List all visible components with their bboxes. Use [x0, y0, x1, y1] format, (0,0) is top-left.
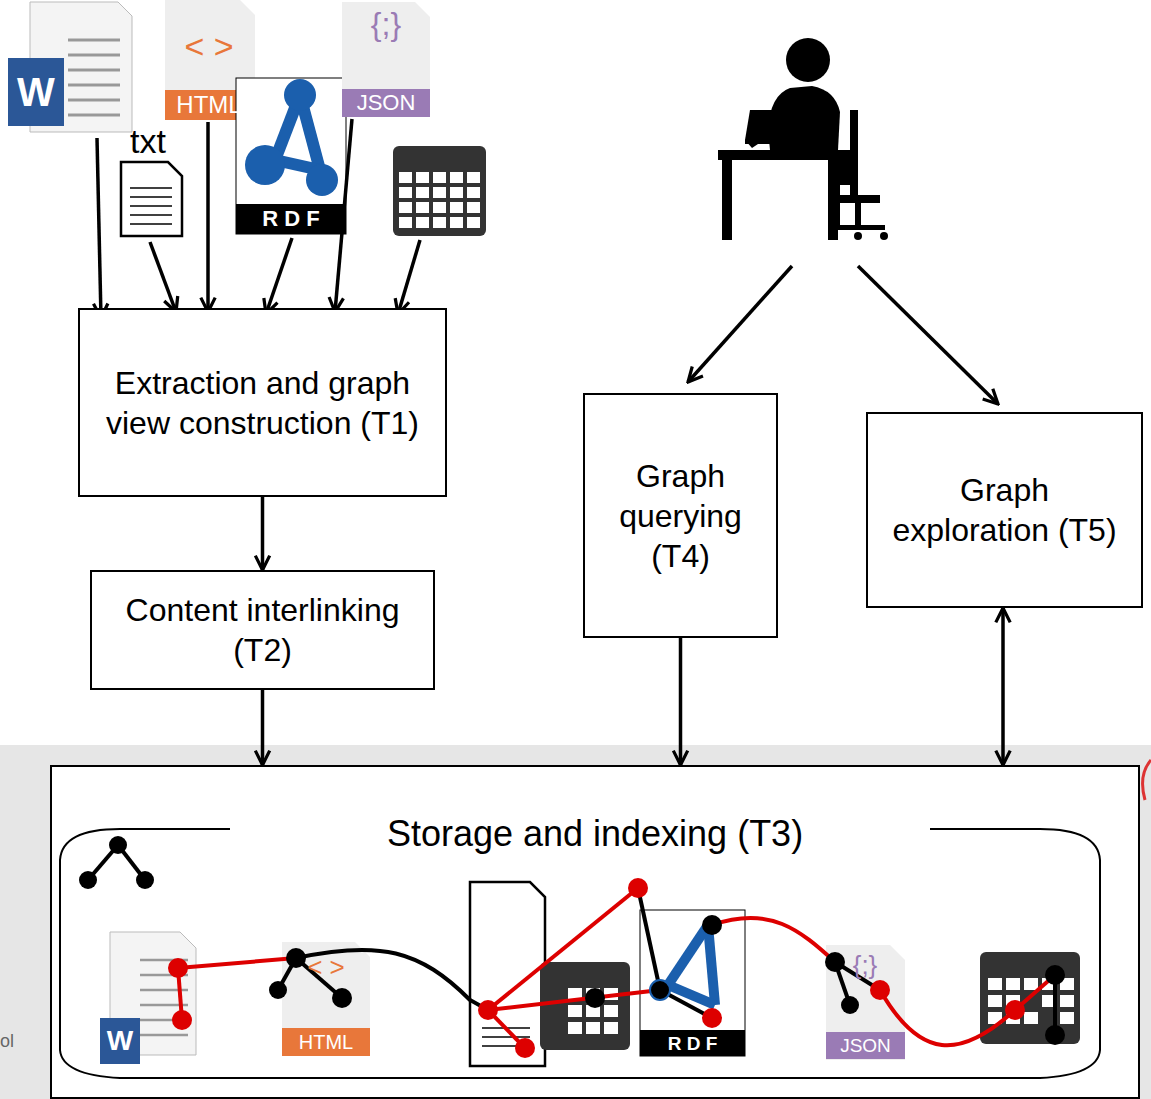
icon-band-text: JSON	[826, 1032, 905, 1059]
connector-arrow	[261, 497, 265, 570]
user-arrows	[688, 266, 998, 404]
process-box: Content interlinking (T2)	[90, 570, 435, 690]
graph-overlay	[88, 845, 1055, 1048]
stored-icons	[100, 882, 1080, 1066]
process-box: Extraction and graph view construction (…	[78, 308, 447, 497]
icon-band-text: R D F	[640, 1030, 745, 1056]
footer-band	[0, 745, 1151, 1099]
icon-letter: W	[8, 58, 64, 126]
connector-arrow	[1001, 608, 1005, 765]
icon-symbol: < >	[165, 24, 253, 68]
table-icon	[393, 146, 486, 236]
graph-dots	[79, 836, 1065, 1058]
storage-ground	[50, 765, 1140, 1099]
storage-title: Storage and indexing (T3)	[375, 811, 815, 856]
cylinder-outline	[60, 829, 1100, 1078]
icon-symbol: < >	[290, 950, 362, 984]
process-box: Graph querying (T4)	[583, 393, 778, 638]
storage-box: Storage and indexing (T3)	[50, 765, 1140, 1099]
user-figure	[718, 38, 888, 240]
rdf-icon	[236, 78, 346, 234]
source-arrows	[97, 119, 420, 318]
box-label: Extraction and graph view construction (…	[94, 363, 431, 443]
box-label: Content interlinking (T2)	[106, 590, 419, 670]
icon-band-text: JSON	[342, 89, 430, 117]
box-label: Graph querying (T4)	[599, 456, 762, 576]
file-type-label: txt	[116, 122, 180, 160]
box-label: Graph exploration (T5)	[882, 470, 1127, 550]
process-box: Graph exploration (T5)	[866, 412, 1143, 608]
footer-text: ol	[0, 1030, 20, 1052]
icon-symbol: {;}	[830, 948, 900, 982]
icon-band-text: R D F	[236, 204, 346, 234]
txt-icon	[121, 162, 182, 236]
json-icon	[342, 2, 430, 117]
icon-band-text: HTML	[282, 1028, 370, 1056]
html-icon	[165, 0, 255, 120]
icon-letter: W	[100, 1018, 140, 1064]
connector-arrow	[261, 690, 265, 765]
word-icon	[8, 2, 132, 132]
icon-symbol: {;}	[342, 2, 430, 46]
icon-band-text: HTML	[165, 90, 253, 120]
connector-arrow	[679, 638, 683, 765]
